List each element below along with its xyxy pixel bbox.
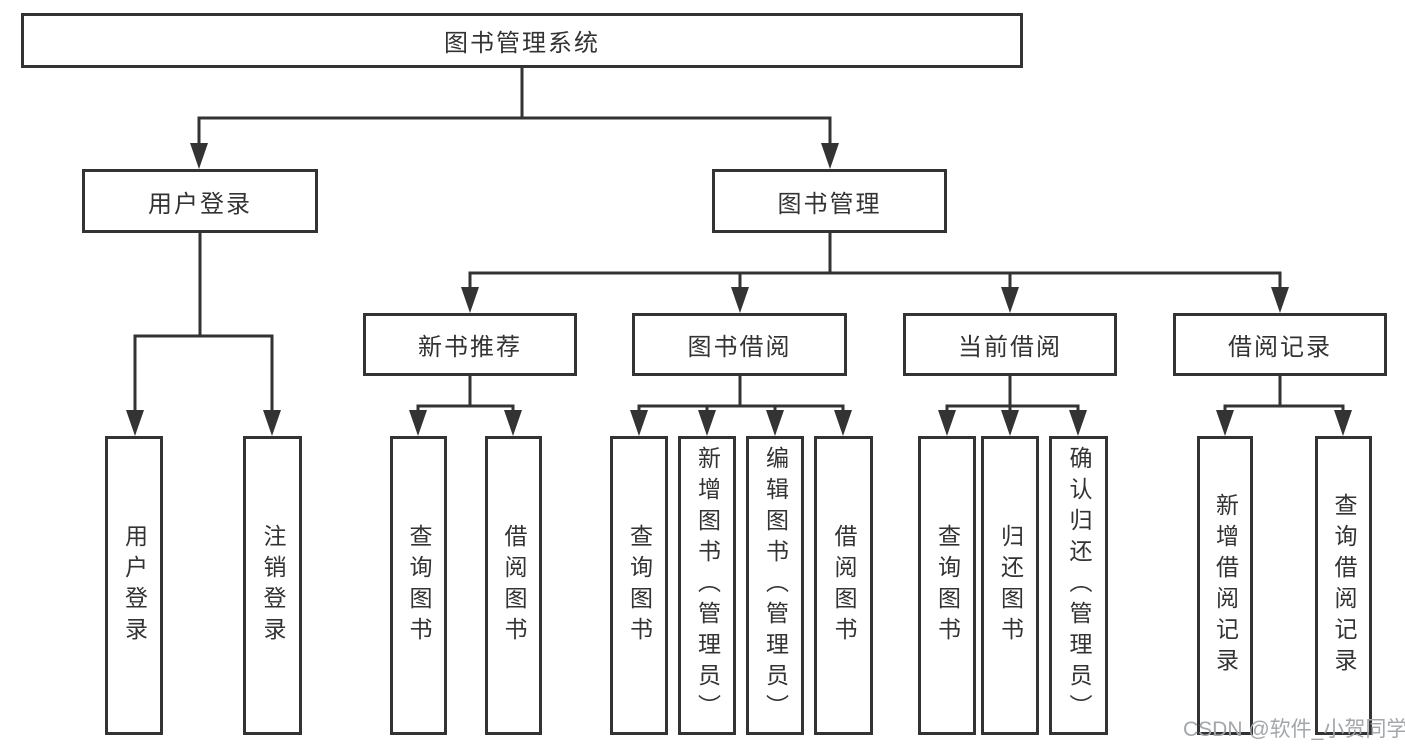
leaf-return-books: 归还图书 [981,436,1039,735]
leaf-label: 查询图书 [406,523,432,648]
node-new-book-recommend: 新书推荐 [363,313,577,376]
leaf-query-borrow-record: 查询借阅记录 [1315,436,1372,735]
node-user-login: 用户登录 [82,169,318,233]
leaf-label: 编辑图书（管理员） [762,446,789,725]
leaf-add-borrow-record: 新增借阅记录 [1197,436,1253,735]
leaf-query-books-borrow: 查询图书 [610,436,668,735]
leaf-label: 借阅图书 [501,523,527,648]
leaf-query-books-current: 查询图书 [918,436,976,735]
node-root-system: 图书管理系统 [21,13,1023,68]
watermark: CSDN @软件_小贺同学 [1183,718,1405,741]
leaf-label: 查询图书 [934,523,961,648]
node-book-management: 图书管理 [712,169,947,233]
arrowheads [126,143,1352,436]
leaf-confirm-return-admin: 确认归还（管理员） [1049,436,1108,735]
leaf-user-login: 用户登录 [105,436,163,735]
leaf-query-books-recommend: 查询图书 [390,436,447,735]
leaf-label: 注销登录 [260,523,286,648]
leaf-label: 查询图书 [626,523,653,648]
leaf-logout: 注销登录 [243,436,302,735]
leaf-label: 确认归还（管理员） [1066,446,1092,725]
leaf-borrow-books-recommend: 借阅图书 [485,436,542,735]
leaf-label: 查询借阅记录 [1331,492,1357,679]
node-borrow-records: 借阅记录 [1173,313,1387,376]
leaf-label: 归还图书 [997,523,1024,648]
node-current-borrow: 当前借阅 [903,313,1117,376]
leaf-label: 用户登录 [121,523,148,648]
leaf-label: 新增图书（管理员） [694,446,721,725]
leaf-borrow-books: 借阅图书 [814,436,873,735]
leaf-add-books-admin: 新增图书（管理员） [678,436,736,735]
node-book-borrow: 图书借阅 [632,313,847,376]
leaf-label: 借阅图书 [831,523,857,648]
leaf-edit-books-admin: 编辑图书（管理员） [746,436,804,735]
leaf-label: 新增借阅记录 [1212,492,1239,679]
